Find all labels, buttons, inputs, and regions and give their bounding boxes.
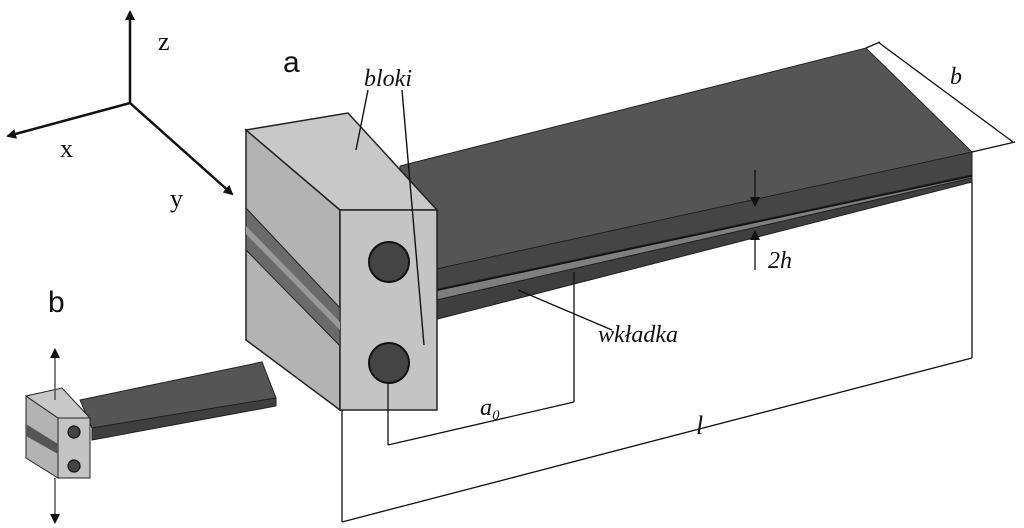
x-axis bbox=[6, 101, 131, 139]
y-axis bbox=[129, 102, 234, 196]
small-block-gap bbox=[26, 424, 58, 454]
small-upper-hole bbox=[67, 425, 81, 439]
dimension-lines bbox=[341, 41, 1016, 523]
lower-pin-hole bbox=[368, 342, 410, 384]
l-dimension-line bbox=[341, 357, 973, 523]
bloki-leader-1 bbox=[355, 89, 369, 151]
h-dimension-label: 2h bbox=[768, 248, 792, 274]
beam-arms bbox=[339, 47, 973, 345]
y-axis-label: y bbox=[170, 184, 183, 213]
block-insert-line bbox=[246, 226, 340, 330]
bloki-label: bloki bbox=[364, 66, 412, 92]
small-specimen bbox=[24, 348, 277, 524]
loading-block bbox=[244, 112, 439, 412]
a0-dimension-label: a₀ bbox=[480, 395, 500, 421]
coordinate-axes bbox=[6, 10, 234, 196]
upper-pin-hole bbox=[368, 241, 410, 283]
x-axis-label: x bbox=[60, 134, 73, 163]
panel-a-label: a bbox=[283, 46, 300, 79]
a0-dimension-line bbox=[387, 401, 575, 446]
l-dimension-label: l bbox=[696, 411, 703, 440]
b-extension-1 bbox=[865, 41, 881, 49]
bloki-leader-2 bbox=[401, 89, 425, 346]
beam-front-edge bbox=[339, 175, 973, 312]
wkladka-leader bbox=[517, 289, 613, 331]
b-dimension-label: b bbox=[950, 64, 962, 90]
wkladka-label: wkładka bbox=[598, 322, 678, 348]
b-extension-2 bbox=[971, 141, 1016, 153]
leader-lines bbox=[355, 89, 613, 346]
b-dimension-line bbox=[877, 41, 1014, 143]
panel-b-label: b bbox=[48, 286, 65, 319]
z-axis-label: z bbox=[158, 27, 170, 56]
small-beam-side bbox=[91, 397, 277, 441]
small-lower-hole bbox=[67, 459, 81, 473]
